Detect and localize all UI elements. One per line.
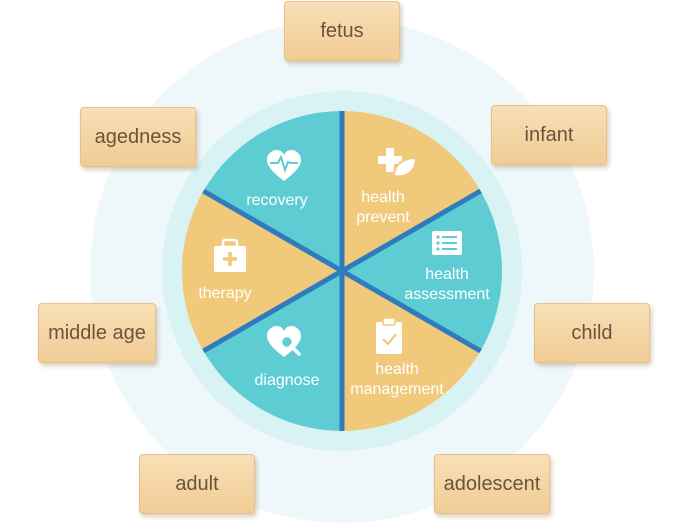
label-diagnose: diagnose <box>255 372 320 389</box>
label-health-management-line1: health <box>375 361 419 378</box>
clipboard-check-icon <box>376 317 402 354</box>
list-icon <box>432 231 462 255</box>
label-therapy: therapy <box>198 285 251 302</box>
stage-fetus: fetus <box>284 1 400 61</box>
label-health-prevent-line2: prevent <box>356 209 410 226</box>
segment-diagnose <box>203 271 342 431</box>
label-health-prevent-line1: health <box>361 189 405 206</box>
stage-middle-age: middle age <box>38 303 156 363</box>
label-health-assessment-line2: assessment <box>404 286 490 303</box>
heart-search-icon <box>267 326 301 357</box>
label-health-assessment-line1: health <box>425 266 469 283</box>
stage-adult: adult <box>139 454 255 514</box>
label-health-management-line2: management <box>350 381 444 398</box>
stage-child: child <box>534 303 650 363</box>
divider-line <box>202 188 482 354</box>
segment-recovery <box>203 111 342 271</box>
leaf-cross-icon <box>378 148 418 178</box>
segment-health-management <box>342 271 481 431</box>
medical-kit-icon <box>214 238 246 272</box>
stage-adolescent: adolescent <box>434 454 550 514</box>
stage-infant: infant <box>491 105 607 165</box>
stage-agedness: agedness <box>80 107 196 167</box>
segment-health-assessment <box>342 191 502 351</box>
label-recovery: recovery <box>246 192 307 209</box>
heart-pulse-icon <box>267 150 301 181</box>
segment-health-prevent <box>342 111 481 271</box>
segment-therapy <box>182 191 342 351</box>
